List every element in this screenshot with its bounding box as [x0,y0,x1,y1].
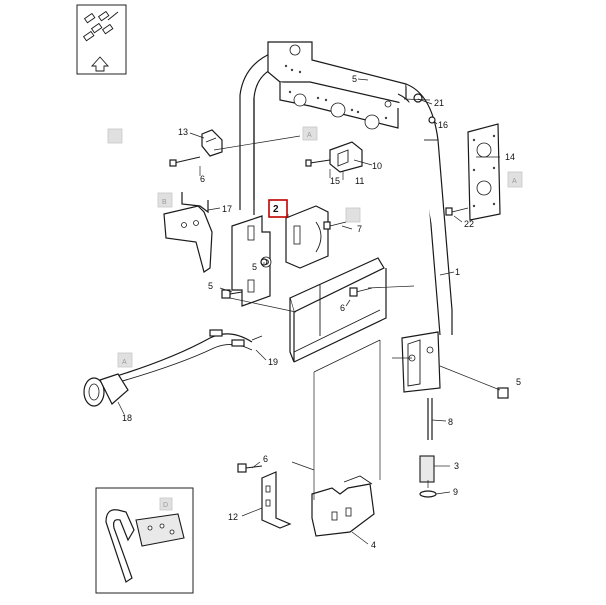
callout: 11 [355,176,364,186]
callout: 22 [464,219,474,229]
callout: 8 [448,417,453,427]
callout: 17 [222,204,232,214]
callout: 3 [454,461,459,471]
callout: 5 [208,281,213,291]
washer-part-16 [428,116,436,124]
bolt-part-6-mid [349,287,373,297]
bolt-part-6-lower [237,463,263,473]
callout: 5 [516,377,521,387]
washer-part-9 [419,490,437,498]
bolt-part-6-upper [169,156,201,167]
callout: 5 [252,262,257,272]
highlight-frame [268,199,288,218]
callout-labels: 1 2 3 4 5 5 5 5 6 6 6 7 8 9 10 11 12 13 … [122,74,521,550]
bracket-part-17 [163,192,213,273]
callout: 10 [372,161,382,171]
ref-marker-a-right: A [507,171,523,188]
callout: 14 [505,152,515,162]
spacer-part-3 [419,455,435,483]
callout: 18 [122,413,132,423]
ref-marker-a-left: A [117,352,133,368]
ref-marker-blank [107,128,123,144]
ref-marker-b: B [157,192,173,208]
bracket-part-4 [311,475,375,537]
callout: 15 [330,176,340,186]
bolt-part-7 [323,221,347,230]
socket-part-18 [83,373,129,407]
callout: 6 [200,174,205,184]
ref-label: B [162,199,167,206]
detail-inset-box[interactable]: D [95,487,194,594]
main-frame [239,41,453,393]
ref-label: A [307,132,312,139]
ref-marker-plain [345,207,361,223]
callout: 2 [273,204,279,215]
bolt-part-15 [305,159,331,167]
callout: 4 [371,540,376,550]
leader-lines [117,78,501,545]
callout: 19 [268,357,278,367]
bolt-part-22 [445,207,469,216]
callout: 6 [340,303,345,313]
ref-label: D [163,502,168,509]
ref-marker-a-top: A [302,126,318,141]
callout: 1 [455,267,460,277]
callout: 13 [178,127,188,137]
clip-part-13 [201,129,223,157]
nut-part-21 [413,93,423,103]
inset-view-icon[interactable] [76,4,127,75]
bolt-part-5-left [221,289,243,299]
callout: 21 [434,98,444,108]
callout: 6 [263,454,268,464]
callout: 7 [357,224,362,234]
plate-part-14 [467,123,501,221]
bracket-plate-part-2[interactable] [285,205,329,269]
callout: 9 [453,487,458,497]
ref-label: A [512,178,517,185]
ref-label: A [122,359,127,366]
stud-part-8 [427,398,433,440]
clamp-part-10 [329,141,363,173]
harness-part-19 [109,329,263,385]
bracket-part-12 [261,471,292,529]
channel-beam [289,257,387,363]
callout: 12 [228,512,238,522]
bolt-part-5-right [497,387,509,399]
callout: 16 [438,120,448,130]
callout: 5 [352,74,357,84]
